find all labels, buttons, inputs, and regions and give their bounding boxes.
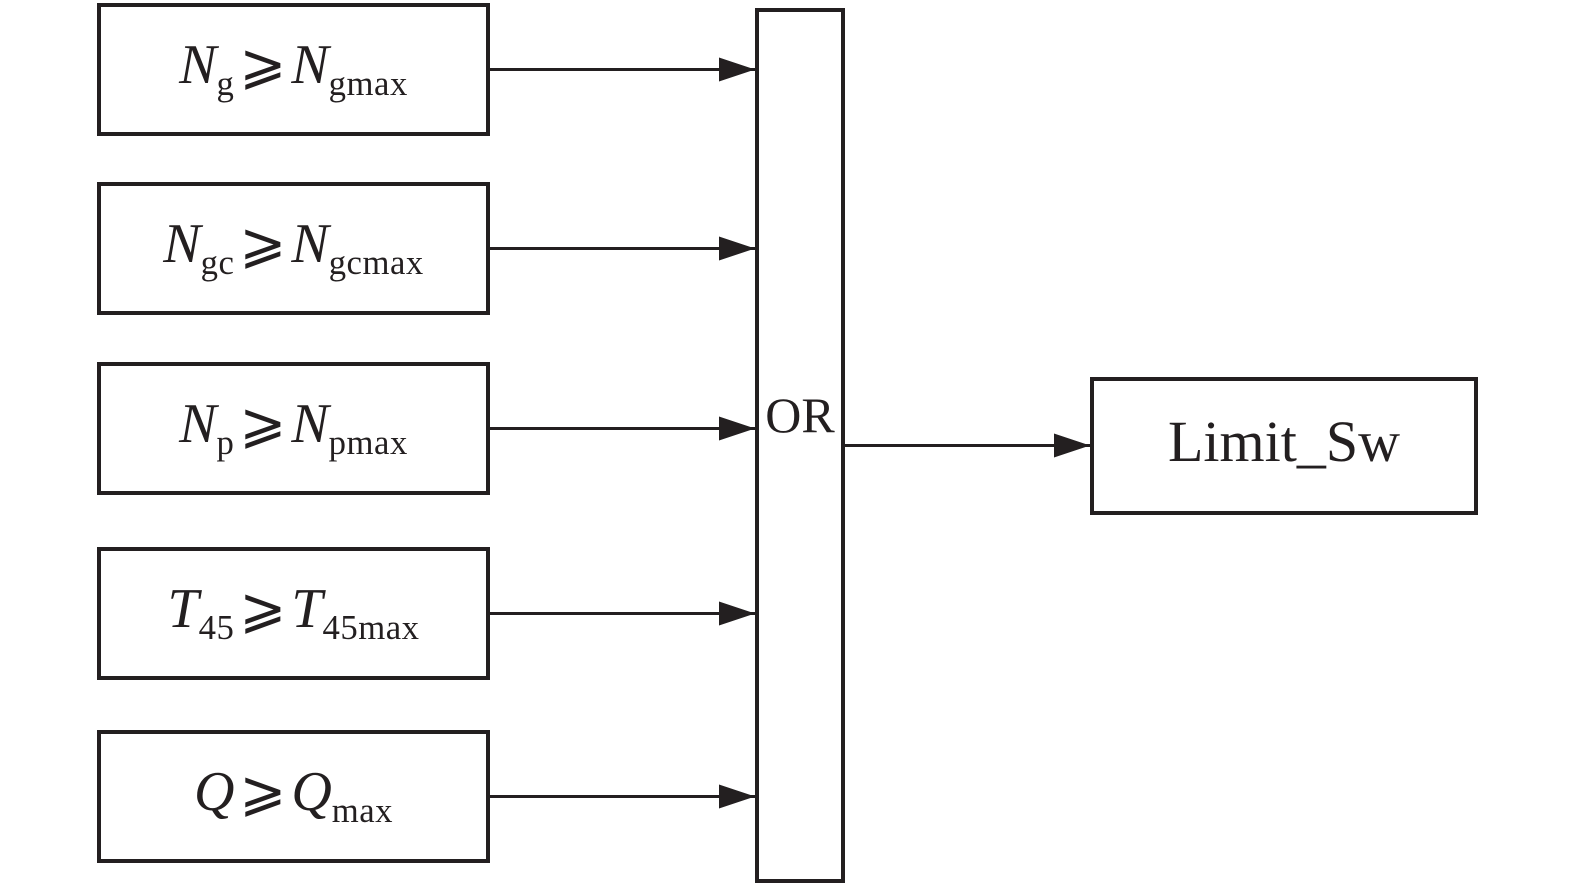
condition-box-np: Np⩾Npmax <box>97 362 490 495</box>
output-label: Limit_Sw <box>1167 409 1401 474</box>
rhs-variable: Q <box>291 760 332 823</box>
lhs-variable: N <box>179 392 217 455</box>
rhs-variable: T <box>291 577 323 640</box>
output-box-limit-sw: Limit_Sw <box>1090 377 1478 515</box>
rhs-variable: N <box>291 212 329 275</box>
lhs-subscript: g <box>216 63 235 103</box>
condition-expression: Ngc⩾Ngcmax <box>163 212 424 282</box>
condition-expression: Np⩾Npmax <box>179 392 408 462</box>
or-gate-box: OR <box>755 8 845 883</box>
rhs-subscript: gcmax <box>328 242 424 282</box>
condition-expression: Ng⩾Ngmax <box>179 33 408 103</box>
condition-box-q: Q⩾Qmax <box>97 730 490 863</box>
condition-box-t45: T45⩾T45max <box>97 547 490 680</box>
geq-operator: ⩾ <box>239 575 287 641</box>
rhs-variable: N <box>291 392 329 455</box>
lhs-subscript: p <box>216 422 235 462</box>
lhs-variable: N <box>163 212 201 275</box>
lhs-variable: Q <box>193 760 235 823</box>
geq-operator: ⩾ <box>239 210 287 276</box>
rhs-subscript: 45max <box>322 607 420 647</box>
condition-box-ngc: Ngc⩾Ngcmax <box>97 182 490 315</box>
rhs-subscript: pmax <box>328 422 408 462</box>
lhs-variable: T <box>167 577 199 640</box>
rhs-subscript: max <box>331 790 394 830</box>
or-gate-label: OR <box>765 387 835 443</box>
condition-box-ng: Ng⩾Ngmax <box>97 3 490 136</box>
rhs-subscript: gmax <box>328 63 408 103</box>
geq-operator: ⩾ <box>239 31 287 97</box>
condition-expression: Q⩾Qmax <box>193 760 394 830</box>
geq-operator: ⩾ <box>239 758 287 824</box>
rhs-variable: N <box>291 33 329 96</box>
lhs-subscript: 45 <box>198 607 235 647</box>
condition-expression: T45⩾T45max <box>167 577 420 647</box>
lhs-variable: N <box>179 33 217 96</box>
lhs-subscript: gc <box>200 242 235 282</box>
geq-operator: ⩾ <box>239 390 287 456</box>
